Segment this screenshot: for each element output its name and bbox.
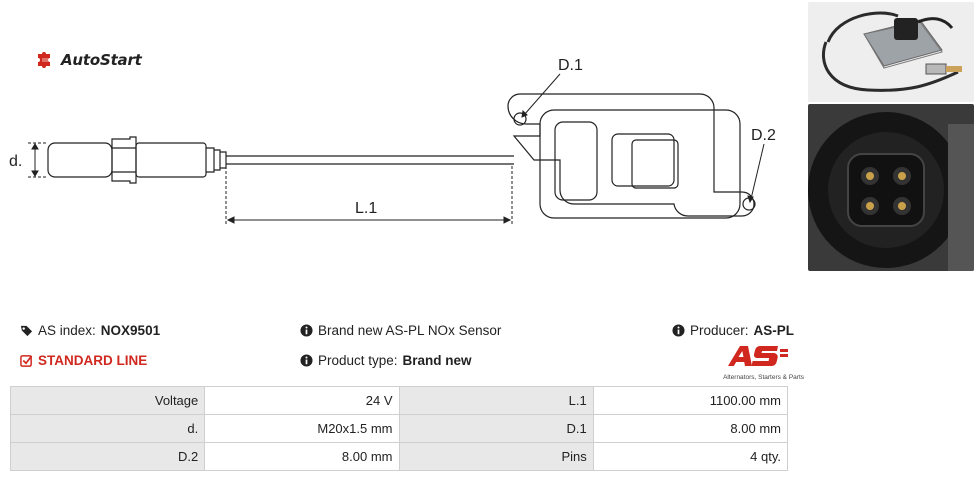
standard-line-label: STANDARD LINE — [38, 353, 148, 368]
spec-label: L.1 — [398, 386, 594, 415]
dim-label-L1: L.1 — [355, 200, 377, 217]
brand-name: AutoStart — [61, 51, 142, 69]
technical-drawing: d. L.1 D.1 D.2 — [9, 57, 776, 224]
spec-value: 1100.00 mm — [592, 386, 789, 415]
spec-label: d. — [9, 414, 206, 443]
product-type-value: Brand new — [402, 353, 472, 368]
spec-value: M20x1.5 mm — [204, 414, 400, 443]
spec-value: 24 V — [204, 386, 400, 415]
spec-label: D.1 — [398, 414, 594, 443]
standard-line-row: STANDARD LINE — [20, 353, 147, 368]
dim-label-D1: D.1 — [558, 57, 583, 74]
product-type-label: Product type: — [318, 353, 398, 368]
producer-value: AS-PL — [753, 323, 795, 338]
spec-value: 8.00 mm — [592, 414, 789, 443]
as-index-value: NOX9501 — [100, 323, 161, 338]
product-description: Brand new AS-PL NOx Sensor — [318, 323, 502, 338]
dim-label-D2: D.2 — [751, 127, 776, 144]
producer-logo-caption: Alternators, Starters & Parts — [723, 374, 804, 381]
puzzle-logo-icon — [38, 52, 50, 68]
table-row: Voltage 24 V L.1 1100.00 mm — [9, 386, 789, 415]
description-row: Brand new AS-PL NOx Sensor — [300, 323, 501, 338]
spec-value: 8.00 mm — [204, 442, 400, 471]
spec-value: 4 qty. — [592, 442, 789, 471]
product-type-row: Product type: Brand new — [300, 353, 472, 368]
sensor-assembly-photo — [808, 2, 974, 102]
specs-table: Voltage 24 V L.1 1100.00 mm d. M20x1.5 m… — [9, 386, 789, 471]
connector-pins-photo — [808, 104, 974, 271]
producer-label: Producer: — [690, 323, 749, 338]
tag-icon — [20, 325, 33, 337]
table-row: d. M20x1.5 mm D.1 8.00 mm — [9, 414, 789, 443]
dim-label-d: d. — [9, 153, 22, 170]
brand-logo: AutoStart — [35, 50, 142, 70]
info-icon — [300, 354, 313, 367]
spec-label: D.2 — [9, 442, 206, 471]
as-pl-logo-icon — [728, 345, 788, 367]
table-row: D.2 8.00 mm Pins 4 qty. — [9, 442, 789, 471]
info-icon — [300, 324, 313, 337]
producer-logo: Alternators, Starters & Parts — [714, 344, 804, 381]
as-index-label: AS index: — [38, 323, 96, 338]
spec-label: Voltage — [9, 386, 206, 415]
spec-label: Pins — [398, 442, 594, 471]
as-index-row: AS index: NOX9501 — [20, 323, 160, 338]
producer-row: Producer: AS-PL — [672, 323, 794, 338]
checkbox-icon — [20, 355, 33, 367]
info-icon — [672, 324, 685, 337]
